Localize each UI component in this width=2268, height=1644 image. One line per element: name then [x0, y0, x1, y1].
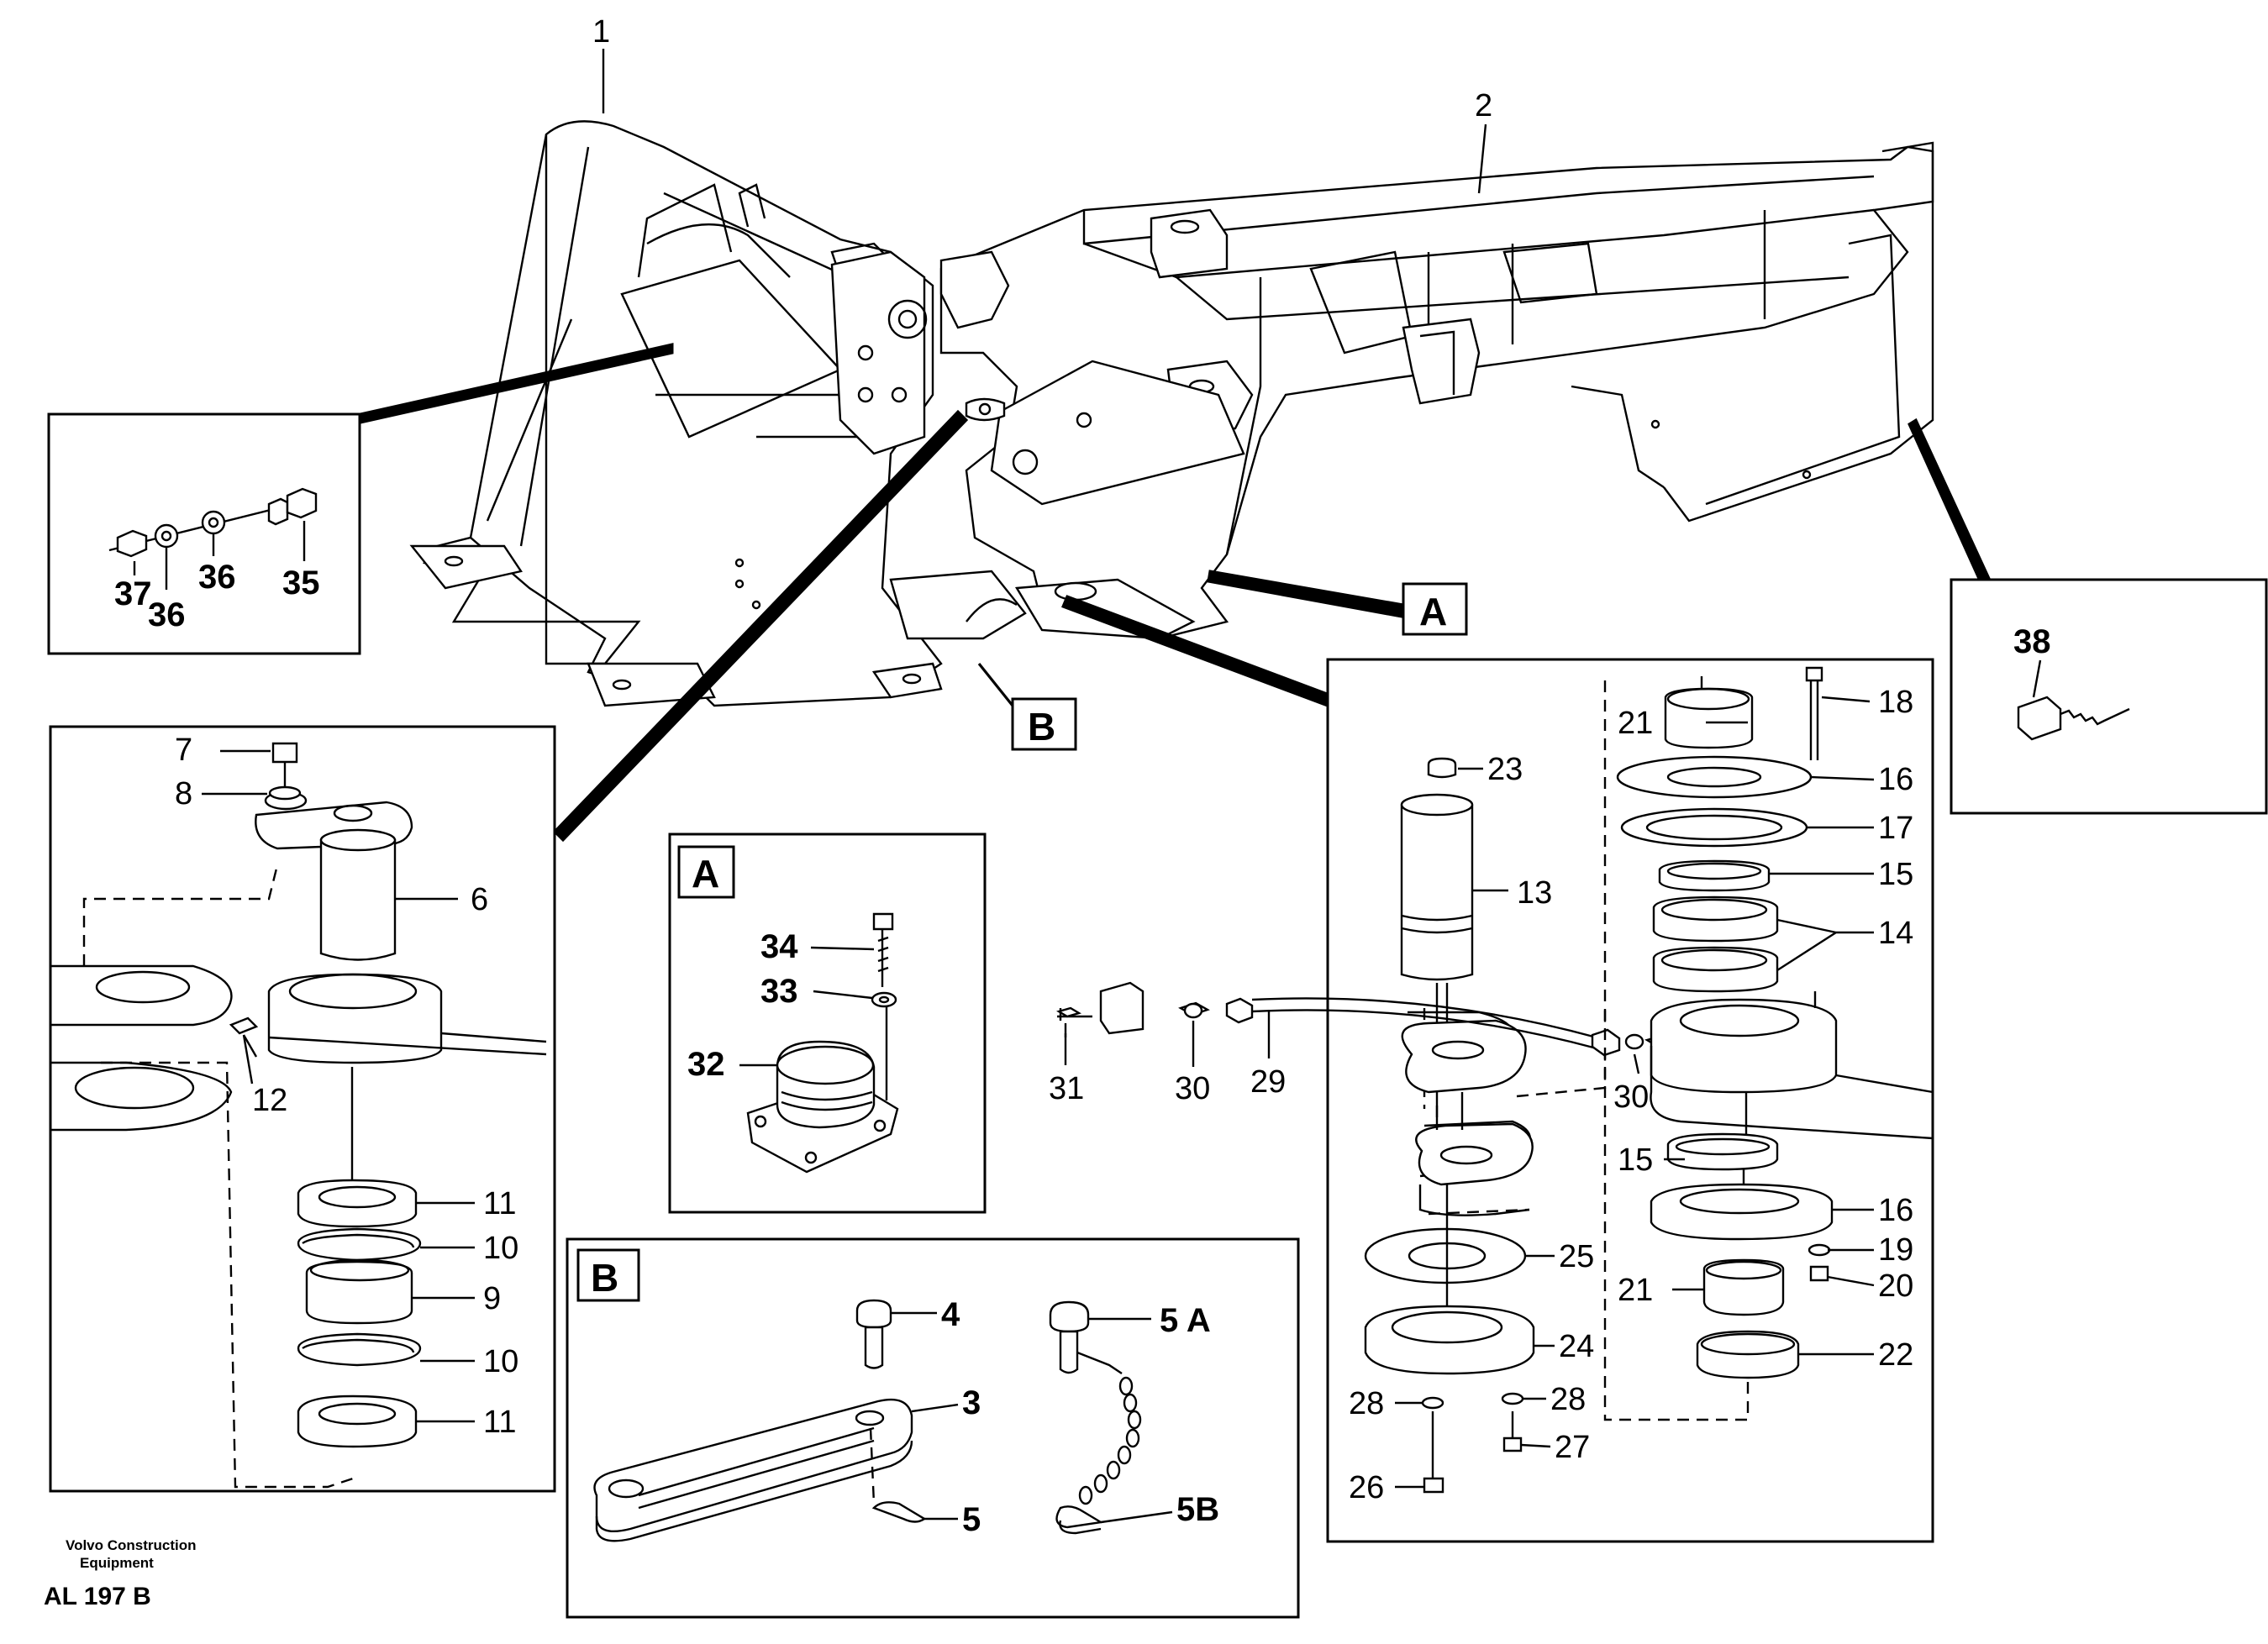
callout-2: 2 — [1475, 88, 1492, 123]
callout-6: 6 — [471, 882, 488, 917]
callout-5: 5 — [962, 1501, 981, 1538]
marker-a-detail: A — [692, 852, 719, 896]
callout-17: 17 — [1878, 811, 1913, 846]
drawing-code: AL 197 B — [44, 1583, 151, 1610]
detail-box-a: A 34 33 32 — [668, 833, 987, 1214]
marker-a-main: A — [1419, 590, 1447, 633]
marker-a-box — [1402, 582, 1468, 636]
callout-11-upper: 11 — [483, 1186, 516, 1221]
callout-11-lower: 11 — [483, 1405, 516, 1440]
callout-32: 32 — [687, 1046, 725, 1083]
callout-14: 14 — [1878, 916, 1913, 951]
callout-7: 7 — [175, 733, 192, 768]
callout-19: 19 — [1878, 1232, 1913, 1268]
callout-35: 35 — [282, 565, 320, 601]
callout-24: 24 — [1559, 1329, 1594, 1364]
detail-box-pivot-upper: 23 13 18 21 16 17 15 14 30 15 16 19 20 2… — [1049, 658, 1934, 1543]
callout-8: 8 — [175, 776, 192, 811]
detail-box-fasteners: 37 36 36 35 — [47, 412, 361, 655]
callout-5a: 5 A — [1160, 1302, 1211, 1339]
marker-b-detail: B — [591, 1256, 618, 1300]
maker-line-1: Volvo Construction — [66, 1537, 197, 1553]
footer: Volvo Construction Equipment AL 197 B — [44, 1537, 197, 1610]
callout-30-right: 30 — [1613, 1079, 1649, 1115]
marker-b-box — [1011, 697, 1077, 751]
callout-20: 20 — [1878, 1268, 1913, 1304]
callout-34: 34 — [760, 928, 798, 965]
callout-37: 37 — [114, 575, 152, 612]
callout-12: 12 — [252, 1083, 287, 1118]
callout-38: 38 — [2013, 623, 2051, 660]
callout-31: 31 — [1049, 1071, 1084, 1106]
callout-30-left: 30 — [1175, 1071, 1210, 1106]
callout-15-lower: 15 — [1618, 1142, 1653, 1178]
callout-15-upper: 15 — [1878, 857, 1913, 892]
callout-36-upper: 36 — [198, 559, 236, 596]
callout-22: 22 — [1878, 1337, 1913, 1373]
callout-5b: 5B — [1176, 1491, 1219, 1528]
callout-36-lower: 36 — [148, 596, 186, 633]
main-callouts: 1 2 A B — [592, 14, 1492, 751]
callout-28-left: 28 — [1349, 1386, 1384, 1421]
callout-26: 26 — [1349, 1470, 1384, 1505]
maker-line-2: Equipment — [80, 1555, 154, 1571]
callout-3: 3 — [962, 1384, 981, 1421]
chain-links — [1078, 1376, 1142, 1505]
callout-28-right: 28 — [1550, 1382, 1586, 1417]
callout-21-lower: 21 — [1618, 1273, 1653, 1308]
callout-29: 29 — [1250, 1064, 1286, 1100]
callout-1: 1 — [592, 14, 610, 50]
callout-13: 13 — [1517, 875, 1552, 911]
callout-16-lower: 16 — [1878, 1193, 1913, 1228]
detail-box-pivot-lower: 7 8 6 12 11 10 9 10 11 — [49, 725, 556, 1493]
detail-box-plug: 38 — [1950, 578, 2268, 815]
callout-16-upper: 16 — [1878, 762, 1913, 797]
callout-33: 33 — [760, 973, 798, 1010]
callout-10-lower: 10 — [483, 1344, 518, 1379]
callout-18: 18 — [1878, 685, 1913, 720]
callout-25: 25 — [1559, 1239, 1594, 1274]
callout-21-upper: 21 — [1618, 706, 1653, 741]
frame-assembly — [409, 120, 1934, 707]
marker-b-main: B — [1028, 705, 1055, 748]
callout-27: 27 — [1555, 1430, 1590, 1465]
detail-box-b: B 4 3 — [566, 1237, 1300, 1619]
callout-9: 9 — [483, 1281, 501, 1316]
callout-23: 23 — [1487, 752, 1523, 787]
callout-4: 4 — [941, 1296, 960, 1333]
callout-10-upper: 10 — [483, 1231, 518, 1266]
